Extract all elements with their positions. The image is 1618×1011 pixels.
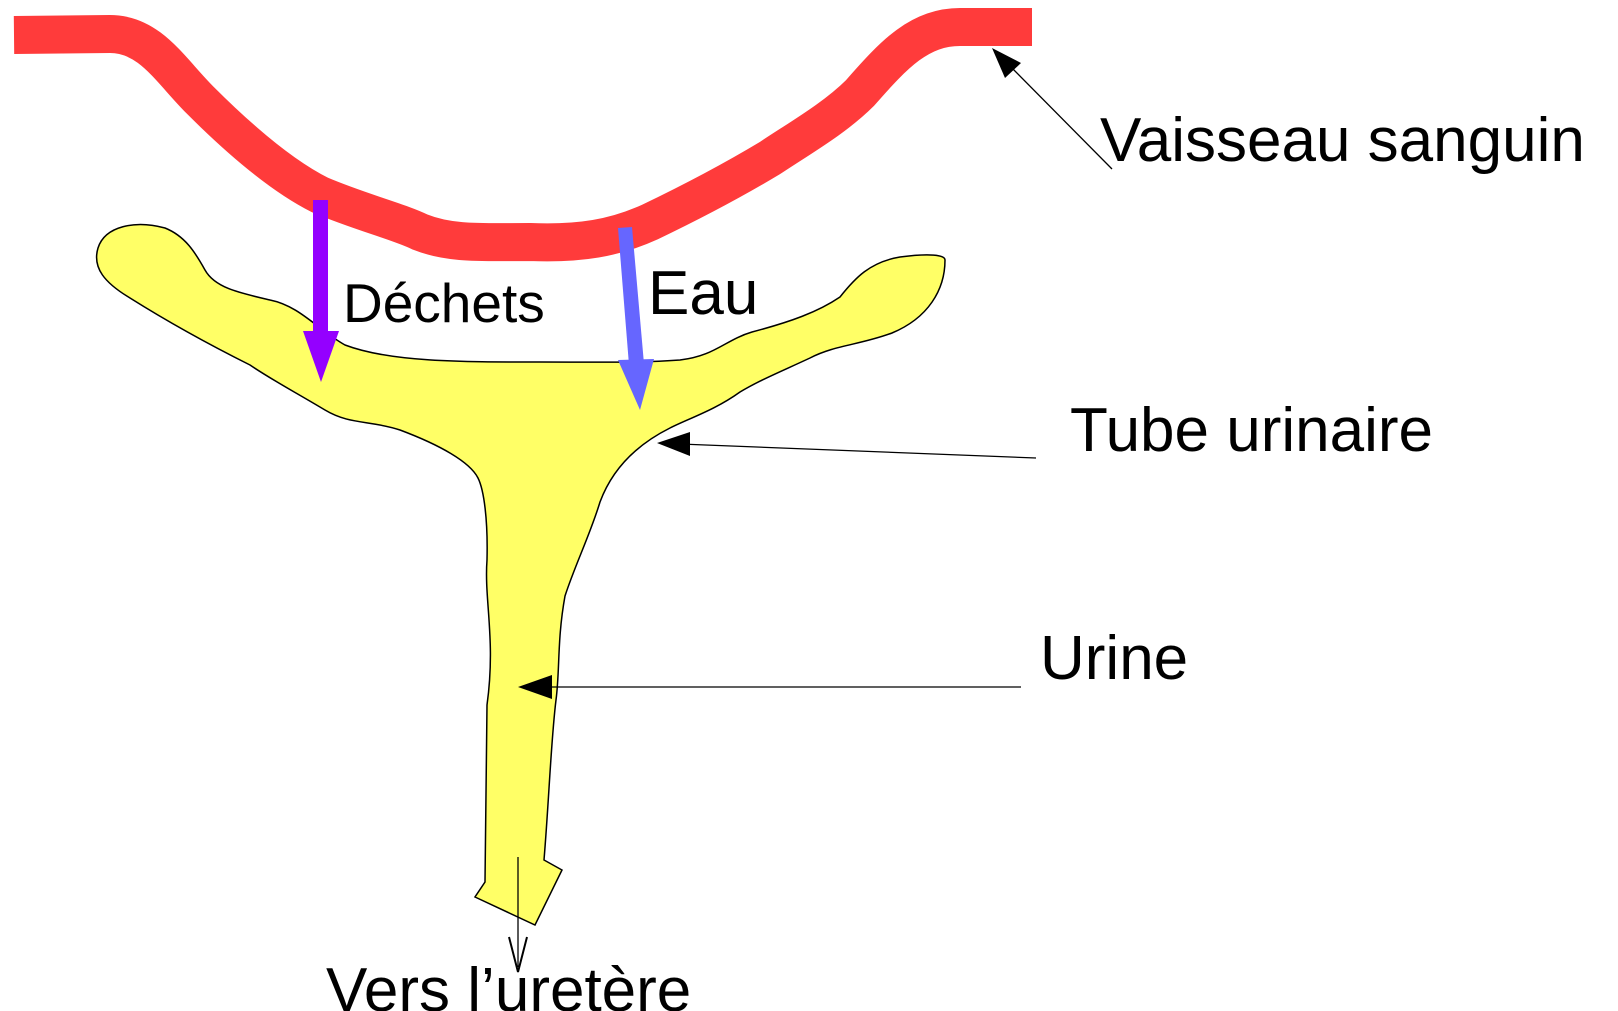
- water-arrow-shaft: [618, 227, 644, 365]
- label-urine: Urine: [1040, 624, 1188, 693]
- label-to-ureter: Vers l’uretère: [326, 956, 691, 1011]
- label-waste: Déchets: [343, 272, 545, 334]
- label-water: Eau: [648, 259, 758, 328]
- waste-arrow-shaft: [313, 200, 328, 335]
- pointer-urine: [518, 675, 1021, 699]
- label-blood-vessel: Vaisseau sanguin: [1100, 106, 1585, 175]
- pointer-urinary-tube: [657, 432, 1036, 458]
- label-urinary-tube: Tube urinaire: [1070, 396, 1433, 465]
- pointer-blood-vessel: [992, 48, 1112, 169]
- blood-vessel: [14, 27, 1032, 242]
- pointer-urinary-tube-head: [657, 432, 690, 456]
